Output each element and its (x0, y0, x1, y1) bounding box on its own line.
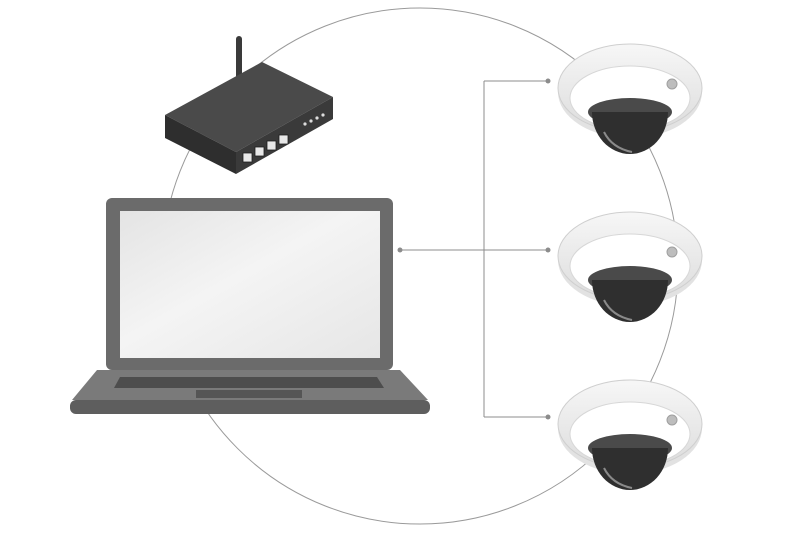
laptop-keyboard (114, 377, 384, 388)
laptop-screen (120, 211, 380, 358)
camera-3-port-dot (545, 414, 551, 420)
connector-dots (397, 78, 551, 420)
camera-1-port-dot (545, 78, 551, 84)
laptop-port-dot (397, 247, 403, 253)
laptop-icon (70, 198, 430, 414)
router-icon (165, 36, 333, 174)
connector-lines (400, 80, 548, 418)
camera-1-icon (557, 43, 703, 155)
camera-2-port-dot (545, 247, 551, 253)
camera-3-icon (557, 379, 703, 491)
camera-2-icon (557, 211, 703, 323)
laptop-trackpad (196, 390, 302, 398)
